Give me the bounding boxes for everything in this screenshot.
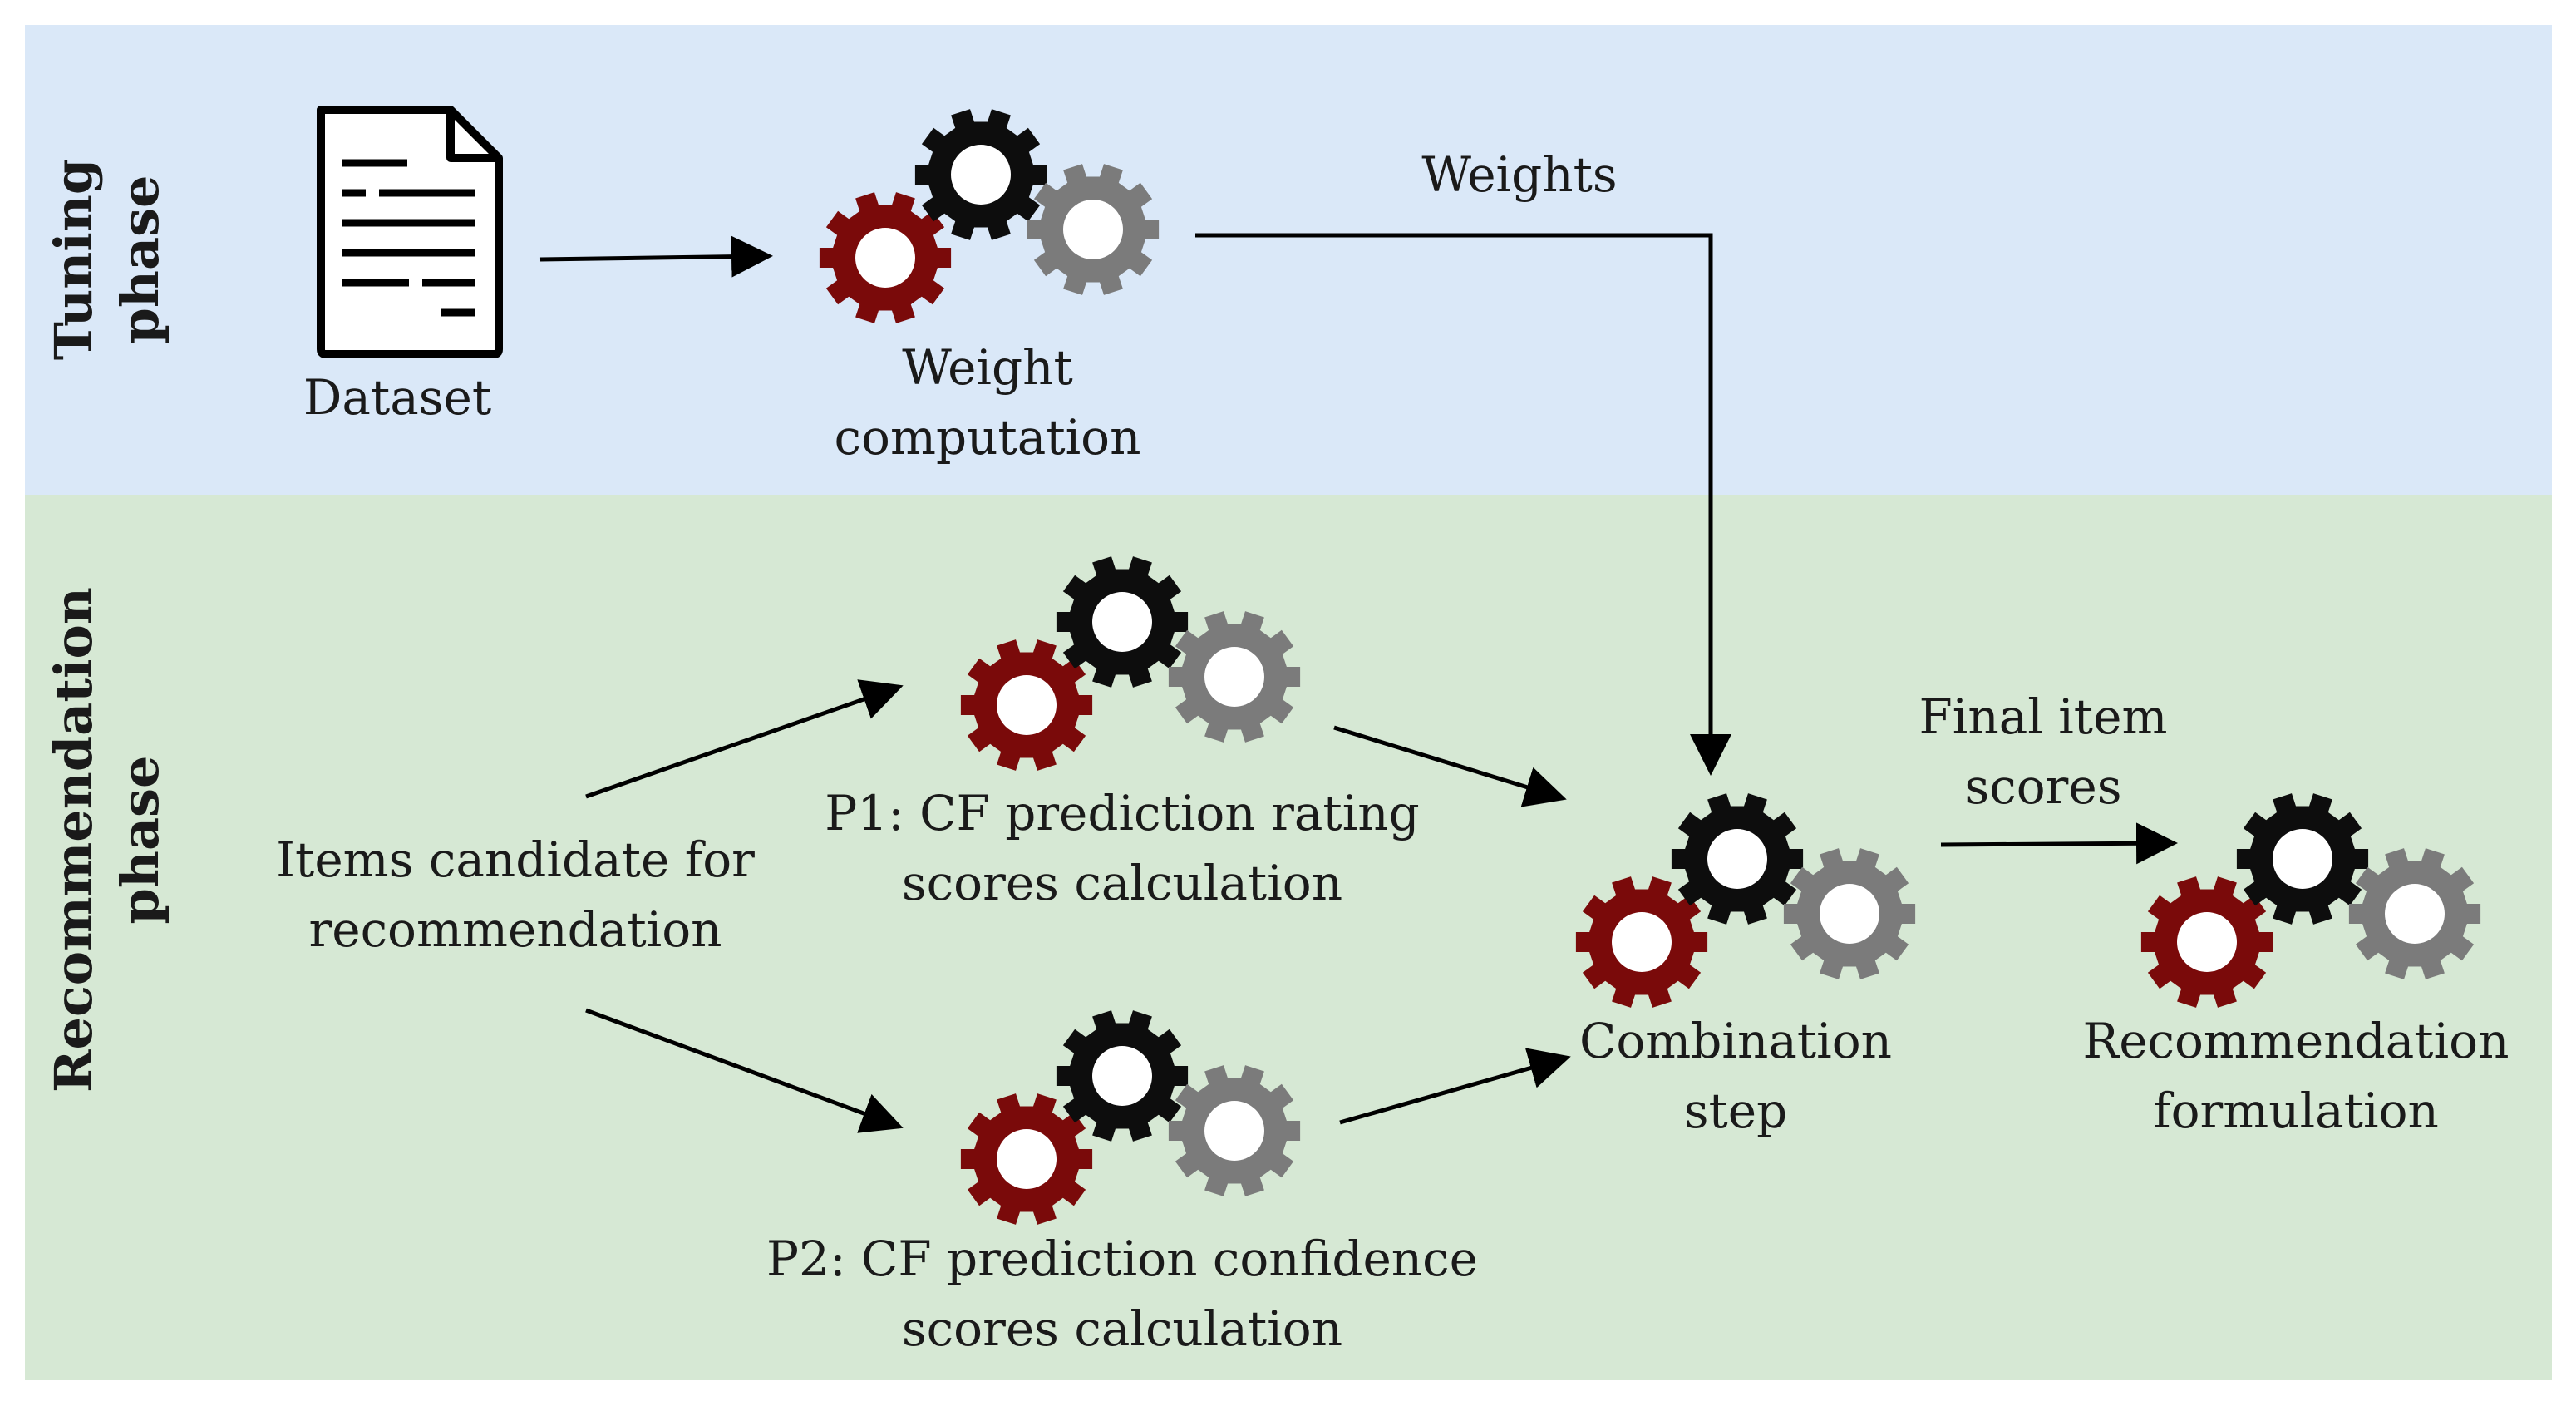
combination-label-line2: step (1684, 1083, 1788, 1139)
red-gear-icon-hole (855, 228, 915, 288)
black-gear-icon-hole (1707, 829, 1767, 889)
weight-computation-label-line2: computation (835, 409, 1141, 466)
black-gear-icon-hole (1092, 592, 1152, 652)
combination-gears-icon (1575, 793, 1916, 1008)
arrow-p2-to-combination (1339, 1048, 1571, 1125)
recommendation-gears-icon (2140, 793, 2481, 1008)
recommendation-label-line1: Recommendation (2083, 1013, 2510, 1069)
gray-gear-icon-hole (1204, 1101, 1264, 1161)
p2-gears-icon (960, 1010, 1301, 1225)
recommendation-phase-label-line1: Recommendation (43, 587, 104, 1093)
black-gear-icon-hole (2273, 829, 2332, 889)
red-gear-icon-hole (1612, 912, 1672, 972)
weight-computation-gears-icon (819, 109, 1160, 323)
black-gear-icon-hole (951, 145, 1011, 205)
arrow-items-to-p2 (585, 1008, 904, 1133)
arrow-combination-to-recommendation (1940, 822, 2178, 865)
document-icon (317, 106, 503, 358)
p1-gears-icon (960, 556, 1301, 771)
weights-edge-label: Weights (1421, 146, 1617, 203)
p1-label-line2: scores calculation (902, 855, 1342, 911)
red-gear-icon-hole (2177, 912, 2237, 972)
p2-label-line1: P2: CF prediction confidence (766, 1231, 1478, 1287)
recommendation-label-line2: formulation (2153, 1083, 2439, 1139)
dataset-label: Dataset (303, 369, 491, 426)
tuning-phase-label: Tuning phase (43, 159, 170, 361)
tuning-phase-label-line2: phase (110, 175, 170, 344)
p1-label-line1: P1: CF prediction rating (825, 785, 1420, 841)
arrow-p1-to-combination (1333, 725, 1567, 807)
recommendation-phase-label-line2: phase (110, 756, 170, 925)
final-scores-edge-label-line1: Final item (1919, 688, 2168, 745)
gray-gear-icon-hole (1204, 647, 1264, 707)
gray-gear-icon-hole (2385, 884, 2445, 944)
p2-label-line2: scores calculation (902, 1300, 1342, 1357)
recommendation-phase-label: Recommendation phase (43, 587, 170, 1093)
red-gear-icon-hole (997, 675, 1057, 735)
tuning-phase-label-line1: Tuning (43, 159, 104, 361)
black-gear-icon-hole (1092, 1046, 1152, 1106)
combination-label-line1: Combination (1579, 1013, 1892, 1069)
red-gear-icon-hole (997, 1129, 1057, 1189)
arrow-items-to-p1 (585, 679, 904, 799)
final-scores-edge-label-line2: scores (1965, 758, 2122, 815)
weight-computation-label-line1: Weight (902, 339, 1073, 396)
arrow-weights-to-combination (1195, 233, 1731, 776)
gray-gear-icon-hole (1063, 200, 1123, 259)
items-candidate-label-line2: recommendation (309, 901, 722, 958)
items-candidate-label-line1: Items candidate for (276, 831, 755, 888)
arrow-dataset-to-weight (539, 235, 773, 278)
gray-gear-icon-hole (1820, 884, 1879, 944)
